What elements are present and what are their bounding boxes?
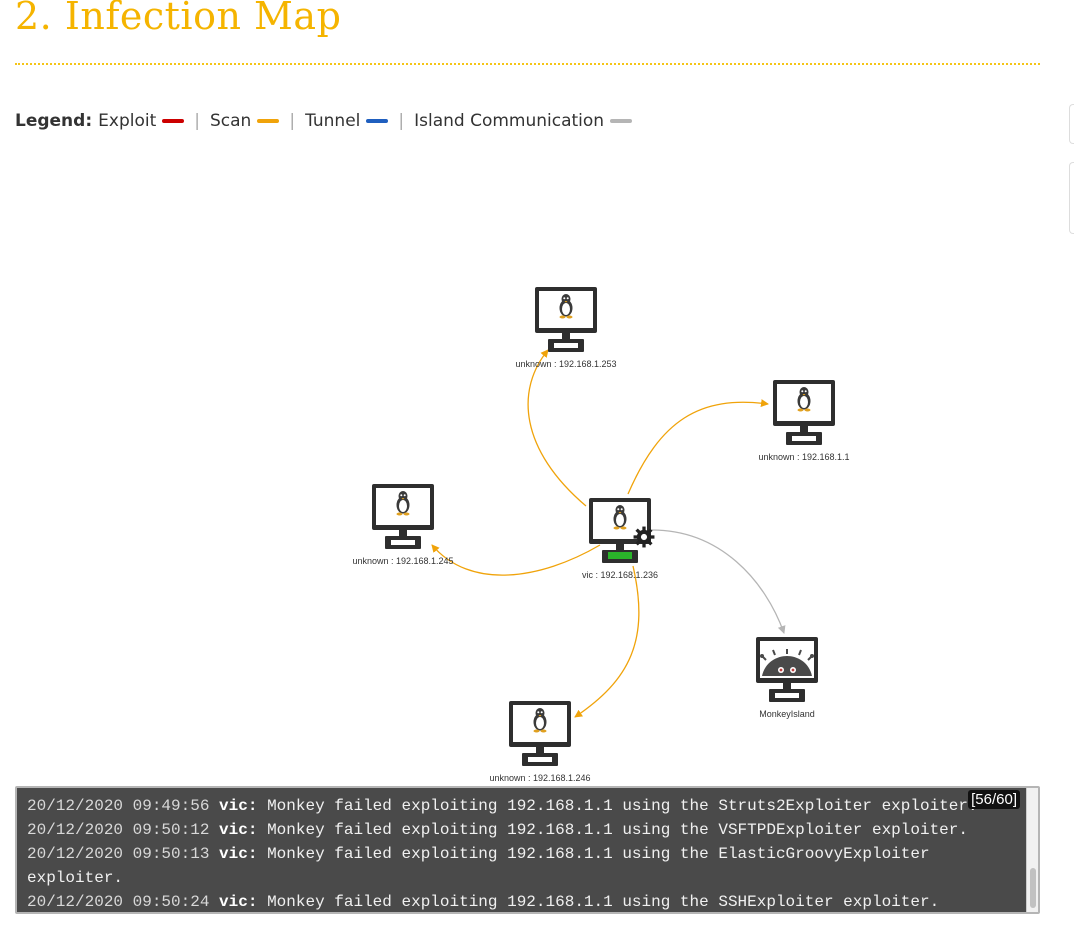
legend-swatch-exploit — [162, 119, 185, 123]
node-label: unknown : 192.168.1.1 — [758, 452, 849, 462]
log-timestamp: 20/12/2020 09:50:12 — [27, 821, 210, 839]
log-message: Monkey failed exploiting 192.168.1.1 usi… — [267, 797, 978, 815]
legend-swatch-tunnel — [366, 119, 389, 123]
log-source: vic: — [219, 893, 258, 911]
legend-separator: | — [398, 111, 405, 131]
side-panel-tab[interactable] — [1069, 162, 1074, 234]
log-timestamp: 20/12/2020 09:49:56 — [27, 797, 210, 815]
legend-item-exploit: Exploit — [98, 111, 185, 131]
side-panel-tab[interactable] — [1069, 104, 1074, 144]
legend-separator: | — [194, 111, 200, 131]
log-counter-badge: [56/60] — [968, 790, 1020, 809]
log-source: vic: — [219, 797, 258, 815]
log-lines: 20/12/2020 09:49:56 vic: Monkey failed e… — [27, 794, 1022, 912]
legend-item-scan: Scan — [209, 111, 280, 131]
edge-scan-245[interactable] — [431, 544, 601, 576]
legend-label-island-communication: Island Communication — [414, 111, 605, 131]
log-timestamp: 20/12/2020 09:50:13 — [27, 845, 210, 863]
legend-item-island-communication: Island Communication — [414, 111, 633, 131]
map-node[interactable]: unknown : 192.168.1.246 — [489, 701, 591, 783]
running-status-bar — [608, 552, 632, 559]
title-divider — [15, 63, 1040, 65]
log-message: Monkey failed exploiting 192.168.1.1 usi… — [27, 845, 930, 887]
edge-island-communication[interactable] — [651, 529, 786, 634]
edge-scan-253[interactable] — [527, 349, 587, 507]
edge-scan-1[interactable] — [627, 399, 769, 495]
legend-title: Legend: — [15, 111, 93, 131]
page-title: 2. Infection Map — [15, 0, 342, 38]
map-node[interactable]: unknown : 192.168.1.245 — [352, 484, 454, 566]
log-scrollbar-thumb[interactable] — [1030, 868, 1036, 908]
legend-swatch-island-communication — [610, 119, 633, 123]
node-label: vic : 192.168.1.236 — [582, 570, 658, 580]
legend-separator: | — [289, 111, 296, 131]
map-node[interactable]: vic : 192.168.1.236 — [582, 498, 658, 580]
legend-item-tunnel: Tunnel — [305, 111, 389, 131]
log-line: 20/12/2020 09:50:13 vic: Monkey failed e… — [27, 842, 1022, 890]
node-label: unknown : 192.168.1.246 — [489, 773, 590, 783]
legend: Legend: Exploit | Scan | Tunnel | Island… — [15, 108, 633, 134]
log-line: 20/12/2020 09:50:12 vic: Monkey failed e… — [27, 818, 1022, 842]
legend-label-tunnel: Tunnel — [305, 111, 361, 131]
edge-scan-246[interactable] — [574, 565, 640, 718]
legend-swatch-scan — [257, 119, 280, 123]
node-label: unknown : 192.168.1.253 — [515, 359, 616, 369]
log-message: Monkey failed exploiting 192.168.1.1 usi… — [267, 821, 968, 839]
map-node[interactable]: unknown : 192.168.1.253 — [515, 287, 617, 369]
legend-label-scan: Scan — [209, 111, 252, 131]
map-node[interactable]: MonkeyIsland — [756, 637, 818, 719]
log-line: 20/12/2020 09:49:56 vic: Monkey failed e… — [27, 794, 1022, 818]
log-source: vic: — [219, 821, 258, 839]
legend-label-exploit: Exploit — [98, 111, 157, 131]
map-node[interactable]: unknown : 192.168.1.1 — [758, 380, 850, 462]
log-timestamp: 20/12/2020 09:50:24 — [27, 893, 210, 911]
node-label: unknown : 192.168.1.245 — [352, 556, 453, 566]
log-source: vic: — [219, 845, 258, 863]
gear-icon — [633, 526, 655, 548]
island-logo-icon — [760, 649, 814, 676]
log-scrollbar[interactable] — [1026, 788, 1038, 912]
log-line: 20/12/2020 09:50:24 vic: Monkey failed e… — [27, 890, 1022, 912]
node-label: MonkeyIsland — [759, 709, 815, 719]
map-edges — [431, 349, 786, 718]
telemetry-log[interactable]: 20/12/2020 09:49:56 vic: Monkey failed e… — [15, 786, 1040, 914]
log-message: Monkey failed exploiting 192.168.1.1 usi… — [267, 893, 940, 911]
